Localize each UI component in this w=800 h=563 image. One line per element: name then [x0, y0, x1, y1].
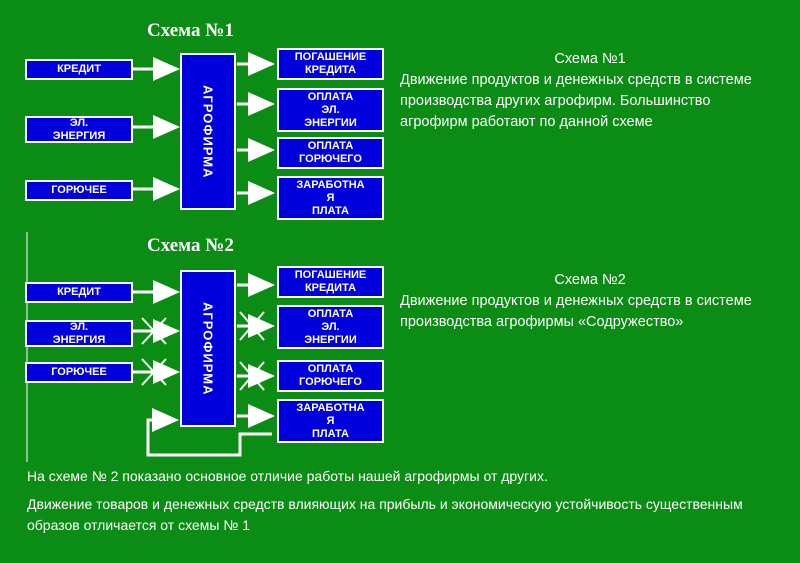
scheme1-description: Схема №1 Движение продуктов и денежных с… — [400, 49, 780, 133]
s1-output-energy: ОПЛАТА ЭЛ. ЭНЕРГИИ — [277, 88, 384, 132]
s1-output-fuel: ОПЛАТА ГОРЮЧЕГО — [277, 137, 384, 169]
s1-input-energy: ЭЛ. ЭНЕРГИЯ — [25, 116, 133, 143]
scheme1-desc-text: Движение продуктов и денежных средств в … — [400, 72, 752, 130]
s2-output-credit: ПОГАШЕНИЕ КРЕДИТА — [277, 266, 384, 298]
s1-output-salary: ЗАРАБОТНА Я ПЛАТА — [277, 176, 384, 220]
s2-agrofirm: АГРОФИРМА — [180, 270, 236, 427]
s2-input-energy: ЭЛ. ЭНЕРГИЯ — [25, 320, 133, 347]
bottom-line-2: Движение товаров и денежных средств влия… — [27, 496, 743, 533]
scheme2-desc-title: Схема №2 — [554, 272, 626, 288]
loop-arrow — [146, 408, 272, 457]
s2-input-fuel: ГОРЮЧЕЕ — [25, 362, 133, 383]
scheme1-title: Схема №1 — [147, 20, 234, 41]
s2-output-salary: ЗАРАБОТНА Я ПЛАТА — [277, 399, 384, 443]
s1-input-fuel: ГОРЮЧЕЕ — [25, 180, 133, 201]
bottom-line-1: На схеме № 2 показано основное отличие р… — [27, 468, 548, 484]
s1-agrofirm: АГРОФИРМА — [180, 53, 236, 210]
scheme2-title: Схема №2 — [147, 235, 234, 256]
scheme2-description: Схема №2 Движение продуктов и денежных с… — [400, 270, 780, 333]
s1-output-credit: ПОГАШЕНИЕ КРЕДИТА — [277, 48, 384, 80]
s1-input-credit: КРЕДИТ — [25, 59, 133, 80]
s2-output-energy: ОПЛАТА ЭЛ. ЭНЕРГИИ — [277, 305, 384, 349]
s2-output-fuel: ОПЛАТА ГОРЮЧЕГО — [277, 360, 384, 392]
s2-input-credit: КРЕДИТ — [25, 282, 133, 303]
scheme1-desc-title: Схема №1 — [554, 51, 626, 67]
scheme2-desc-text: Движение продуктов и денежных средств в … — [400, 293, 752, 330]
